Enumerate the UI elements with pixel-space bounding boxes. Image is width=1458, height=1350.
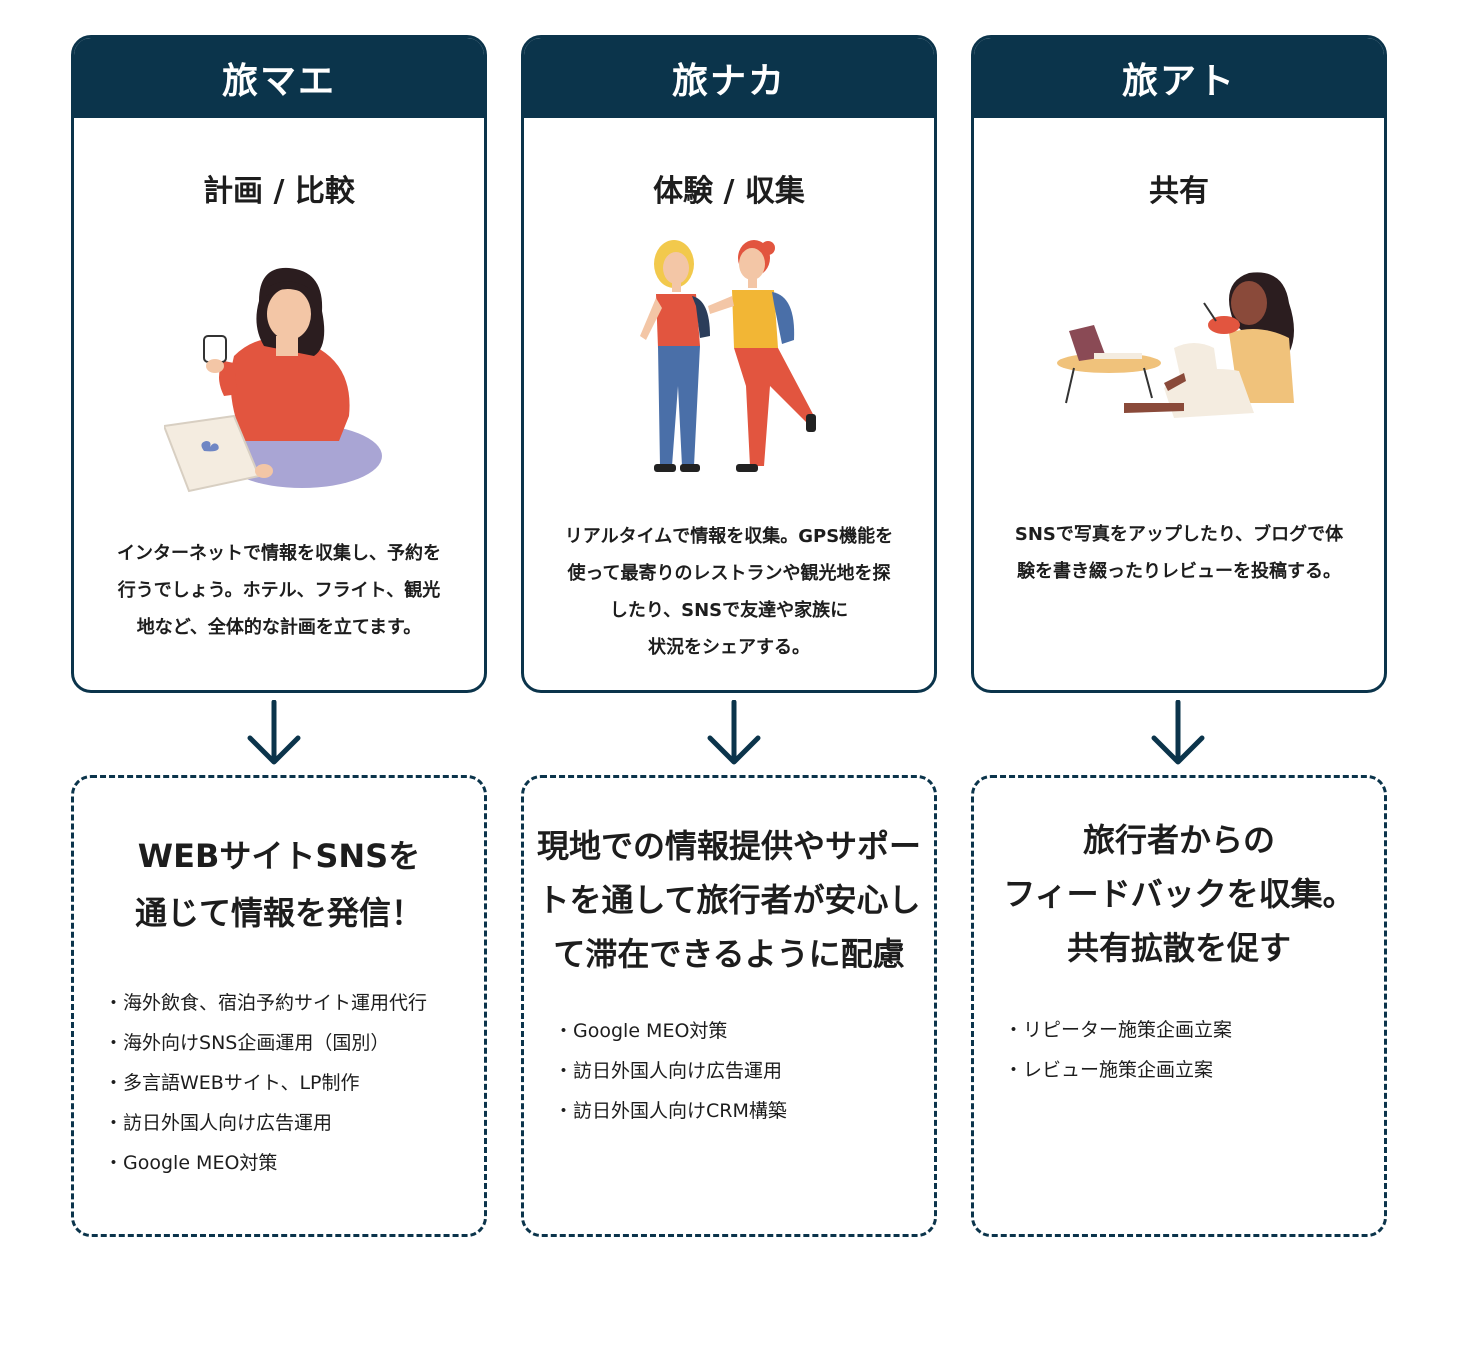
two-travelers-walking-illustration <box>640 240 816 472</box>
stage-description: インターネットで情報を収集し、予約を 行うでしょう。ホテル、フライト、観光 地な… <box>117 543 441 638</box>
woman-with-laptop-and-coffee-illustration <box>164 267 382 493</box>
stage-subtitle: 計画 / 比較 <box>203 174 355 209</box>
action-title: 現地での情報提供やサポー トを通して旅行者が安心し て滞在できるように配慮 <box>536 827 921 973</box>
stage-subtitle: 共有 <box>1149 174 1209 209</box>
stage-card: 旅マエ 計画 / 比較 インターネットで情報を収集し、予約を 行うでしょう。ホテ… <box>71 35 487 693</box>
stage-during-trip: 旅ナカ 体験 / 収集 リアルタイムで情報を収集。GPS <box>521 0 937 1350</box>
list-item: 訪日外国人向け広告運用 <box>554 1051 787 1091</box>
action-box: 現地での情報提供やサポー トを通して旅行者が安心し て滞在できるように配慮 Go… <box>521 775 937 1237</box>
woman-sitting-with-bowl-and-laptop-illustration <box>1057 272 1294 418</box>
arrow-down-icon <box>1151 700 1205 765</box>
stage-heading: 旅マエ <box>74 38 484 118</box>
arrow-down-icon <box>707 700 761 765</box>
action-list: 海外飲食、宿泊予約サイト運用代行 海外向けSNS企画運用（国別） 多言語WEBサ… <box>104 983 427 1183</box>
list-item: 海外飲食、宿泊予約サイト運用代行 <box>104 983 427 1023</box>
action-title: 旅行者からの フィードバックを収集。 共有拡散を促す <box>1003 821 1355 967</box>
stage-heading: 旅アト <box>974 38 1384 118</box>
action-list: Google MEO対策 訪日外国人向け広告運用 訪日外国人向けCRM構築 <box>554 1011 787 1131</box>
stage-description: リアルタイムで情報を収集。GPS機能を 使って最寄りのレストランや観光地を探 し… <box>564 526 894 658</box>
action-box: WEBサイトSNSを 通じて情報を発信！ 海外飲食、宿泊予約サイト運用代行 海外… <box>71 775 487 1237</box>
list-item: 海外向けSNS企画運用（国別） <box>104 1023 427 1063</box>
stage-card: 旅アト 共有 SNSで写真をアップしたり、ブログで体 験を書き綴ったりレビューを… <box>971 35 1387 693</box>
list-item: 訪日外国人向け広告運用 <box>104 1103 427 1143</box>
list-item: Google MEO対策 <box>104 1143 427 1183</box>
list-item: レビュー施策企画立案 <box>1004 1050 1232 1090</box>
action-title: WEBサイトSNSを 通じて情報を発信！ <box>134 837 423 932</box>
stage-card: 旅ナカ 体験 / 収集 リアルタイムで情報を収集。GPS <box>521 35 937 693</box>
stage-heading: 旅ナカ <box>524 38 934 118</box>
list-item: 多言語WEBサイト、LP制作 <box>104 1063 427 1103</box>
stage-after-trip: 旅アト 共有 SNSで写真をアップしたり、ブログで体 験を書き綴ったりレビューを… <box>971 0 1387 1350</box>
action-box: 旅行者からの フィードバックを収集。 共有拡散を促す リピーター施策企画立案 レ… <box>971 775 1387 1237</box>
list-item: 訪日外国人向けCRM構築 <box>554 1091 787 1131</box>
list-item: リピーター施策企画立案 <box>1004 1010 1232 1050</box>
stage-subtitle: 体験 / 収集 <box>653 174 805 209</box>
list-item: Google MEO対策 <box>554 1011 787 1051</box>
arrow-down-icon <box>247 700 301 765</box>
stage-before-trip: 旅マエ 計画 / 比較 インターネットで情報を収集し、予約を 行うでしょう。ホテ… <box>71 0 487 1350</box>
stage-description: SNSで写真をアップしたり、ブログで体 験を書き綴ったりレビューを投稿する。 <box>1014 524 1344 582</box>
action-list: リピーター施策企画立案 レビュー施策企画立案 <box>1004 1010 1232 1090</box>
